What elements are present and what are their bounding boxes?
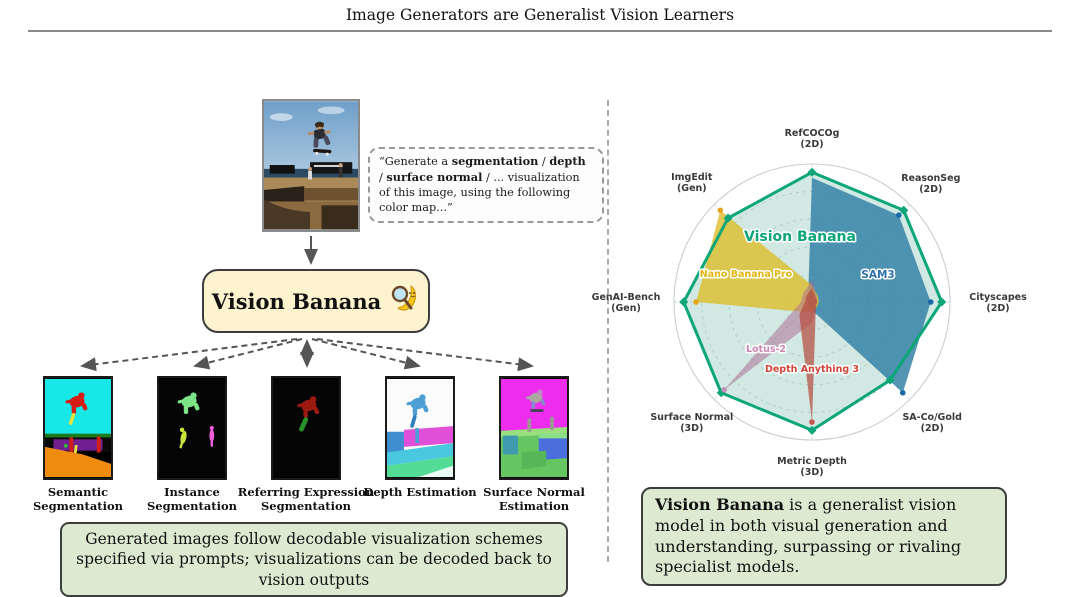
radar-marker bbox=[807, 425, 817, 435]
radar-series-label-vision-banana: Vision Banana bbox=[744, 229, 856, 245]
radar-axis-label: RefCOCOg(2D) bbox=[785, 128, 840, 150]
arrow-model-to-outputs bbox=[80, 338, 534, 372]
radar-marker bbox=[807, 167, 817, 177]
vision-banana-model-box: Vision Banana bbox=[202, 269, 430, 333]
header-rule bbox=[28, 30, 1052, 32]
model-name: Vision Banana bbox=[211, 288, 382, 314]
radar-series-label-nano-banana-pro: Nano Banana Pro bbox=[700, 269, 793, 280]
radar-marker bbox=[809, 419, 815, 425]
caption-right-box: Vision Banana is a generalist vision mod… bbox=[641, 487, 1007, 587]
radar-marker bbox=[693, 299, 699, 305]
radar-series-fill-sam3 bbox=[807, 177, 931, 393]
output-label-referring-expression-segmentation: Referring Expression Segmentation bbox=[237, 485, 375, 513]
output-label-instance-segmentation: Instance Segmentation bbox=[147, 485, 237, 513]
radar-marker bbox=[899, 389, 906, 396]
radar-series-label-lotus-2: Lotus-2 bbox=[746, 344, 786, 355]
output-panel-depth-estimation bbox=[385, 376, 455, 480]
output-panel-surface-normal-estimation bbox=[499, 376, 569, 480]
page-title: Image Generators are Generalist Vision L… bbox=[345, 6, 735, 24]
radar-marker bbox=[679, 297, 689, 307]
radar-marker bbox=[716, 388, 726, 398]
output-label-semantic-segmentation: Semantic Segmentation bbox=[33, 485, 123, 513]
skater-figure bbox=[307, 121, 332, 156]
radar-axis-line bbox=[714, 301, 813, 400]
magnifier-banana-icon bbox=[390, 283, 420, 319]
radar-series-label-depth-anything-3: Depth Anything 3 bbox=[765, 364, 859, 375]
output-panel-referring-expression-segmentation bbox=[271, 376, 341, 480]
radar-marker bbox=[717, 207, 724, 214]
section-divider bbox=[607, 100, 609, 562]
radar-axis-label: Cityscapes(2D) bbox=[969, 292, 1027, 314]
radar-axis-label: ImgEdit(Gen) bbox=[671, 172, 713, 194]
radar-axis-label: SA-Co/Gold(2D) bbox=[902, 412, 962, 434]
input-photo bbox=[262, 99, 360, 232]
radar-series-label-sam3: SAM3 bbox=[861, 269, 894, 281]
radar-marker bbox=[899, 205, 909, 215]
bystander-figure bbox=[308, 163, 343, 180]
radar-axis-line bbox=[811, 301, 910, 400]
radar-marker bbox=[937, 297, 947, 307]
radar-grid-ring bbox=[728, 218, 896, 386]
prompt-box: “Generate a segmentation / depth / surfa… bbox=[368, 147, 604, 223]
radar-axis-label: Metric Depth(3D) bbox=[777, 456, 847, 478]
radar-grid-ring bbox=[756, 246, 868, 358]
radar-marker bbox=[896, 212, 902, 218]
radar-marker bbox=[885, 375, 895, 385]
radar-series-fill-nano-banana-pro bbox=[696, 210, 819, 312]
radar-axis-label: ReasonSeg(2D) bbox=[901, 173, 960, 195]
output-label-depth-estimation: Depth Estimation bbox=[363, 485, 477, 499]
radar-marker bbox=[721, 387, 727, 393]
radar-series-fill-depth-anything-3 bbox=[799, 288, 818, 423]
output-label-surface-normal-estimation: Surface Normal Estimation bbox=[483, 485, 585, 513]
radar-series-outline-vision-banana bbox=[682, 170, 944, 432]
radar-grid-ring bbox=[783, 273, 841, 331]
radar-axis-label: Surface Normal(3D) bbox=[650, 412, 733, 434]
radar-axis-line bbox=[714, 204, 813, 303]
output-panel-instance-segmentation bbox=[157, 376, 227, 480]
radar-marker bbox=[927, 299, 934, 305]
radar-grid-ring bbox=[701, 191, 923, 413]
caption-left-box: Generated images follow decodable visual… bbox=[60, 522, 568, 597]
radar-axis-label: GenAI-Bench(Gen) bbox=[592, 292, 661, 314]
radar-series-fill-lotus-2 bbox=[724, 279, 818, 390]
radar-marker bbox=[723, 213, 733, 223]
output-panel-semantic-segmentation bbox=[43, 376, 113, 480]
radar-axis-line bbox=[811, 204, 910, 303]
skatepark-photo-art bbox=[264, 101, 358, 230]
radar-series-fill-vision-banana bbox=[683, 172, 942, 431]
radar-outer-ring bbox=[673, 163, 951, 441]
